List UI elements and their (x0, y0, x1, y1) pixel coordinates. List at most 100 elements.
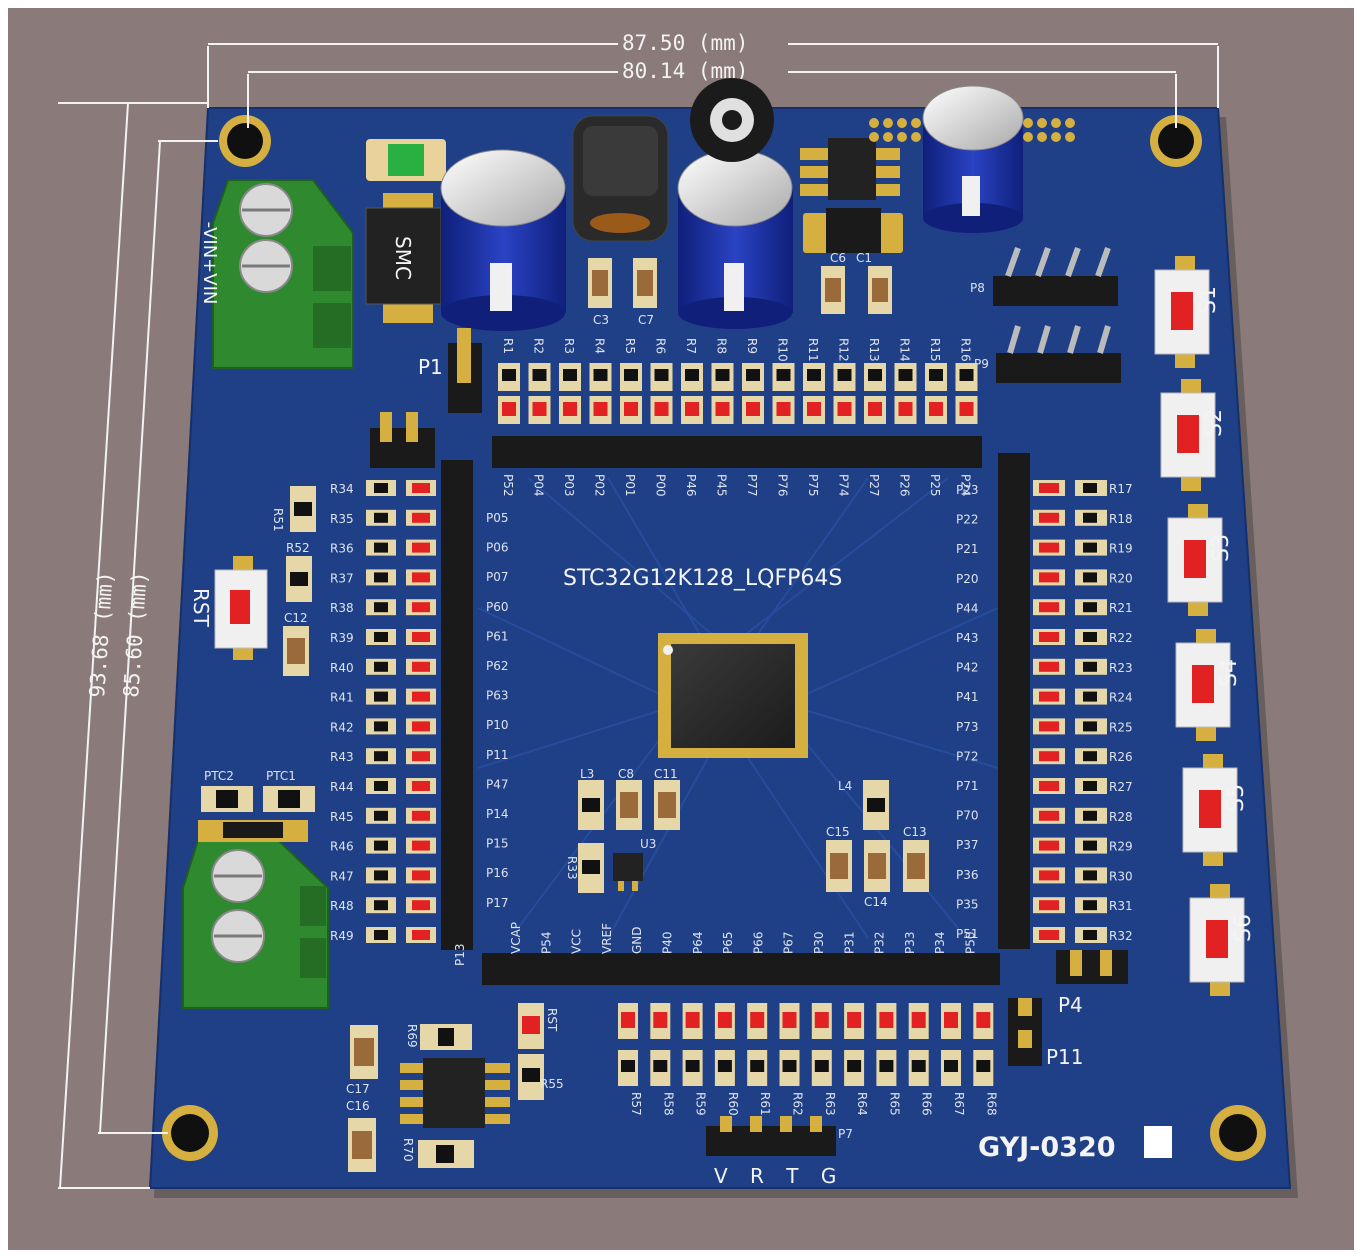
right-resistor (1033, 778, 1107, 794)
inductor-l3 (578, 780, 604, 830)
right-pin-label: P20 (956, 572, 979, 586)
label-c15: C15 (826, 825, 850, 839)
program-header-label: V R T G (714, 1164, 844, 1188)
top-pin-label: P25 (928, 474, 942, 497)
bottom-resistor-label: R63 (823, 1092, 837, 1116)
header-p4 (1056, 950, 1128, 984)
left-pin-label: P61 (486, 629, 509, 643)
top-resistor-label: R10 (776, 338, 790, 362)
label-ptc1: PTC1 (266, 769, 296, 783)
bottom-resistor-label: R62 (791, 1092, 805, 1116)
top-pin-label: P27 (867, 474, 881, 497)
left-resistor-label: R35 (330, 512, 354, 526)
bottom-resistor (618, 1003, 638, 1086)
electrolytic-capacitor (677, 149, 793, 329)
top-resistor-label: R13 (867, 338, 881, 362)
right-pin-labels: P23P22P21P20P44P43P42P41P73P72P71P70P37P… (956, 483, 979, 941)
smd-capacitor (588, 258, 612, 308)
left-pin-label: P06 (486, 541, 509, 555)
switch-s5[interactable] (1182, 754, 1238, 866)
bottom-resistor-label: R67 (952, 1092, 966, 1116)
right-resistor-label: R22 (1109, 631, 1133, 645)
top-resistor-label: R9 (745, 338, 759, 354)
top-pin-label: P52 (501, 474, 515, 497)
bottom-resistor (876, 1003, 897, 1086)
right-resistor-label: R28 (1109, 810, 1133, 824)
right-resistor (1033, 569, 1107, 586)
right-pin-label: P43 (956, 631, 979, 645)
toroid-inductor (690, 78, 774, 162)
bottom-resistor-label: R59 (694, 1092, 708, 1116)
top-resistor (498, 363, 520, 424)
top-pin-label: P45 (715, 474, 729, 497)
smd-capacitor (868, 266, 892, 314)
right-resistor (1033, 837, 1107, 854)
left-resistor (366, 807, 436, 824)
switch-s4[interactable] (1175, 629, 1231, 741)
top-resistor-label: R6 (654, 338, 668, 354)
resistor-r69 (420, 1024, 472, 1050)
label-r52: R52 (286, 541, 310, 555)
top-pin-label: P26 (898, 474, 912, 497)
top-resistor (864, 363, 886, 424)
reset-switch[interactable] (214, 556, 268, 660)
switch-label: S4 (1217, 659, 1242, 687)
mounting-hole (162, 1105, 218, 1161)
left-pin-label: P11 (486, 748, 509, 762)
left-resistor-label: R43 (330, 750, 354, 764)
top-pin-label: P04 (532, 474, 546, 497)
right-pin-label: P23 (956, 483, 979, 497)
resistor-r33 (578, 843, 604, 893)
bottom-resistor-label: R57 (629, 1092, 643, 1116)
switch-s6[interactable] (1189, 884, 1245, 996)
label-c16: C16 (346, 1099, 370, 1113)
regulator-ic (800, 138, 900, 200)
capacitor-c8 (616, 780, 642, 830)
bottom-pin-label: P67 (782, 931, 796, 954)
switch-s1[interactable] (1154, 256, 1210, 368)
smd-capacitor (821, 266, 845, 314)
right-resistor-label: R32 (1109, 929, 1133, 943)
top-pin-label: P01 (623, 474, 637, 497)
bottom-pin-label: P66 (751, 931, 765, 954)
label-p11: P11 (1046, 1045, 1084, 1069)
bottom-resistor (650, 1003, 671, 1086)
right-pin-label: P72 (956, 749, 979, 763)
program-header-p7 (706, 1116, 836, 1156)
top-resistor (742, 363, 764, 424)
top-resistor (803, 363, 825, 424)
right-pin-label: P35 (956, 897, 979, 911)
left-pin-label: P05 (486, 511, 509, 525)
switch-s2[interactable] (1160, 379, 1216, 491)
left-resistor (366, 599, 436, 616)
right-pin-label: P70 (956, 809, 979, 823)
left-resistor (366, 658, 436, 675)
top-pin-label: P74 (837, 474, 851, 497)
left-resistor (366, 718, 436, 735)
top-pin-label: P00 (654, 474, 668, 497)
resistor-r51 (290, 486, 316, 532)
label-c3: C3 (593, 313, 609, 327)
electrolytic-capacitor (440, 149, 566, 331)
left-resistor (366, 569, 436, 586)
right-pin-header (998, 453, 1030, 949)
left-resistor (366, 897, 436, 914)
label-l3: L3 (580, 767, 594, 781)
capacitor-c15 (826, 840, 852, 892)
capacitor-c16 (348, 1118, 376, 1172)
output-terminal-block (182, 820, 329, 1009)
top-pin-label: P77 (745, 474, 759, 497)
bottom-resistor-label: R65 (887, 1092, 901, 1116)
left-resistor (366, 629, 436, 645)
top-resistor-label: R12 (837, 338, 851, 362)
right-resistor-label: R29 (1109, 840, 1133, 854)
left-pin-label: P63 (486, 689, 509, 703)
bottom-resistor (908, 1003, 929, 1086)
switch-s3[interactable] (1167, 504, 1223, 616)
bottom-resistor (747, 1003, 768, 1086)
bottom-pin-label: P32 (873, 931, 887, 954)
resistor-r52 (286, 556, 312, 602)
left-pin-label: P60 (486, 600, 509, 614)
top-resistor (833, 363, 856, 424)
